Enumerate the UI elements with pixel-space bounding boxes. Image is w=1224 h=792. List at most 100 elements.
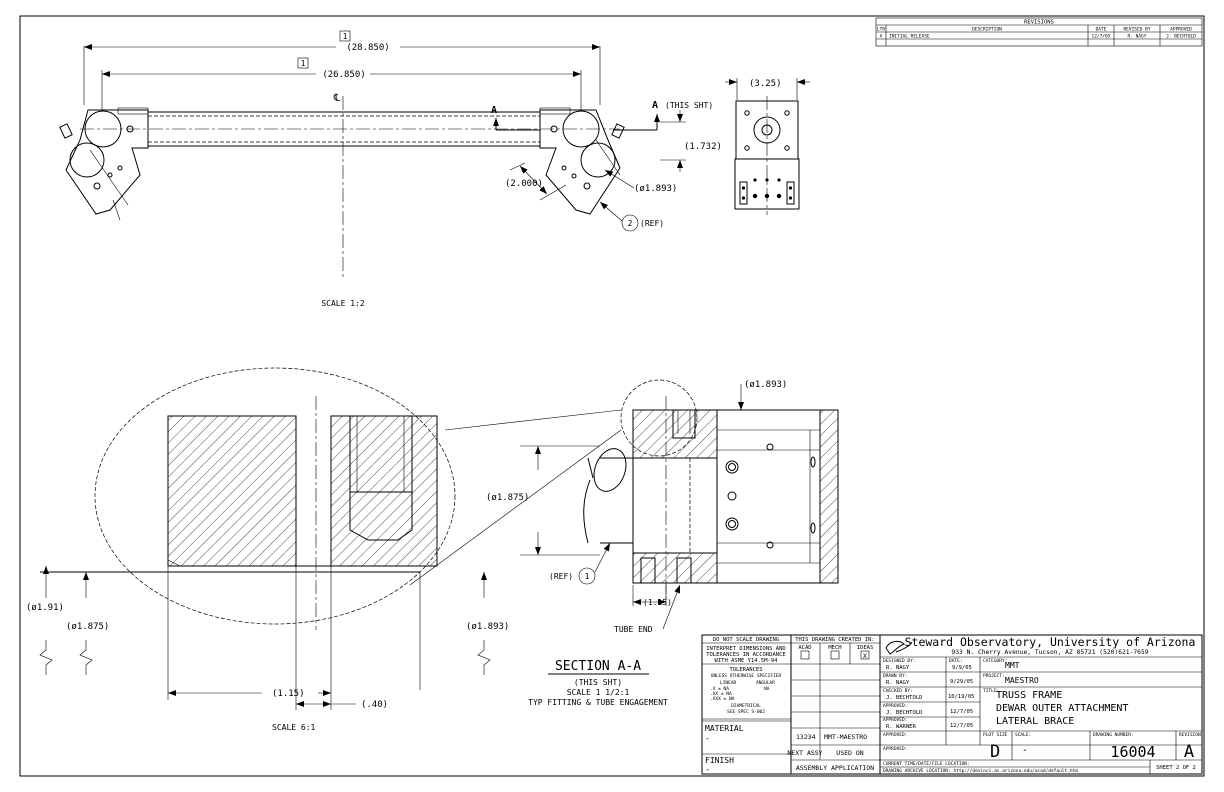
- section-dim-dia1875: (ø1.875): [486, 493, 529, 503]
- tb-approved2-label: APPROVED:: [883, 717, 907, 723]
- top-view: 1 (28.850) 1 (26.850) ℄: [59, 30, 722, 308]
- revisions-title: REVISIONS: [1024, 20, 1054, 26]
- tb-drawn-by: R. NAGY: [886, 680, 910, 686]
- tb-tol-xx: .XX ± NA: [710, 691, 732, 697]
- balloon-square-1b: [297, 57, 309, 69]
- side-view: (3.25): [725, 78, 810, 215]
- tb-unless: UNLESS OTHERWISE SPECIFIED: [711, 673, 782, 679]
- section-caption-line1: (THIS SHT): [574, 678, 622, 687]
- centerline-symbol: ℄: [333, 93, 341, 104]
- section-caption-line2: SCALE 1 1/2:1: [567, 688, 630, 697]
- tb-assy-project: MMT-MAESTRO: [824, 733, 867, 741]
- tb-used-on: USED ON: [836, 749, 863, 757]
- tb-material-value: -: [705, 734, 710, 743]
- dim-inner-length: (26.850): [322, 70, 365, 80]
- tb-acad-checkbox: [800, 650, 810, 660]
- section-view: (ø1.893) (ø1.875) (REF) 1 (1.15) TUBE EN…: [486, 379, 839, 634]
- tb-title-line2: DEWAR OUTER ATTACHMENT: [996, 703, 1128, 714]
- section-balloon-1: [578, 567, 596, 585]
- tb-current-time-label: CURRENT TIME/DATE/FILE LOCATION:: [883, 761, 970, 767]
- tb-project-label: PROJECT:: [983, 673, 1005, 679]
- detail-dim-40: (.40): [361, 700, 388, 710]
- tb-material-label: MATERIAL: [705, 724, 744, 733]
- tb-org-name: Steward Observatory, University of Arizo…: [905, 635, 1196, 649]
- tb-scale-label: SCALE:: [1015, 732, 1031, 738]
- tb-tol-x: .X ± NA: [710, 686, 729, 692]
- tb-interpret-2: TOLERANCES IN ACCORDANCE: [706, 652, 785, 658]
- balloon-square-1a: [339, 30, 351, 42]
- tb-finish-value: -: [705, 765, 710, 774]
- section-ref-label: (REF): [549, 572, 573, 581]
- tb-org-address: 933 N. Cherry Avenue, Tucson, AZ 85721 (…: [951, 649, 1148, 656]
- tb-tolerances: TOLERANCES: [729, 667, 762, 673]
- tb-tol-ang: NA: [764, 686, 770, 692]
- tb-angular: ANGULAR: [756, 680, 775, 686]
- tb-title-line1: TRUSS FRAME: [996, 690, 1062, 701]
- tube-end-label: TUBE END: [614, 625, 653, 634]
- rev-header-approved: APPROVED: [1170, 27, 1192, 33]
- rev-header-ltr: LTR: [877, 27, 885, 33]
- tb-drawing-number-label: DRAWING NUMBER:: [1093, 732, 1134, 738]
- tb-category: MMT: [1005, 661, 1020, 670]
- tb-plot-size-label: PLOT SIZE: [983, 732, 1008, 738]
- dim-dia-1893: (ø1.893): [634, 184, 677, 194]
- tb-checked-date: 10/19/05: [948, 694, 975, 700]
- tb-ideas: IDEAS: [857, 645, 874, 651]
- section-balloon-1-label: 1: [585, 572, 590, 581]
- rev-row-date: 12/7/05: [1092, 34, 1111, 40]
- section-caption: SECTION A-A (THIS SHT) SCALE 1 1/2:1 TYP…: [528, 659, 668, 707]
- section-dim-115: (1.15): [643, 598, 672, 607]
- tb-drawn-date: 9/29/05: [950, 679, 973, 685]
- detail-dim-dia191: (ø1.91): [26, 603, 64, 613]
- tb-revision-label: REVISION:: [1179, 732, 1203, 738]
- tb-interpret-3: WITH ASME Y14.5M-94: [715, 658, 779, 664]
- tb-plot-size: D: [990, 742, 1000, 762]
- tb-designed-by: R. NAGY: [886, 665, 910, 671]
- tb-linear: LINEAR: [720, 680, 737, 686]
- tb-revision: A: [1184, 742, 1194, 762]
- tb-assy-number: 13234: [796, 733, 816, 741]
- top-view-scale: SCALE 1:2: [321, 299, 365, 308]
- rev-header-date: DATE: [1096, 27, 1107, 33]
- balloon-1-label: 1: [343, 32, 348, 41]
- tb-approved1-by: J. BECHTOLD: [886, 710, 922, 716]
- section-title: SECTION A-A: [555, 659, 641, 674]
- tb-approved1-date: 12/7/05: [950, 709, 973, 715]
- rev-header-description: DESCRIPTION: [972, 27, 1002, 33]
- tb-checked-label: CHECKED BY:: [883, 688, 913, 694]
- tb-sheet: SHEET 2 OF 2: [1156, 765, 1196, 771]
- tb-checked-by: J. BECHTOLD: [886, 695, 922, 701]
- title-block: DO NOT SCALE DRAWING INTERPRET DIMENSION…: [701, 634, 1203, 775]
- tb-archive-label: DRAWING ARCHIVE LOCATION: http://devinci…: [883, 768, 1078, 774]
- tb-approved2-by: R. WARNER: [886, 724, 916, 730]
- tb-scale-value: -: [1022, 745, 1028, 756]
- section-letter-a-left: A: [491, 105, 497, 116]
- tb-mech: MECH: [828, 645, 841, 651]
- tb-ideas-mark: X: [863, 652, 867, 660]
- tb-tol-xxx: .XXX ± NA: [710, 696, 735, 702]
- detail-dim-dia1893: (ø1.893): [466, 622, 509, 632]
- balloon-2-circle: [621, 214, 639, 232]
- section-this-sheet-note: (THIS SHT): [665, 101, 713, 110]
- tb-project: MAESTRO: [1005, 676, 1039, 685]
- balloon-2-label: 2: [628, 219, 633, 228]
- tb-approved4-label: APPROVED:: [883, 746, 907, 752]
- detail-view: (ø1.91) (ø1.875) (ø1.893) (.40) (1.15) S…: [26, 367, 622, 732]
- tb-drawing-number: 16004: [1110, 743, 1155, 761]
- section-dim-dia1893: (ø1.893): [744, 380, 787, 390]
- tb-diametrical: DIAMETRICAL: [731, 703, 761, 709]
- dim-325: (3.25): [749, 79, 782, 89]
- rev-row-description: INITIAL RELEASE: [889, 34, 930, 40]
- dim-1732: (1.732): [684, 142, 722, 152]
- tb-assembly-application: ASSEMBLY APPLICATION: [796, 764, 874, 772]
- rev-header-revised-by: REVISED BY: [1123, 27, 1150, 33]
- tb-mech-checkbox: [830, 650, 840, 660]
- tb-next-assy: NEXT ASSY: [787, 749, 822, 757]
- rev-row-revised-by: R. NAGY: [1128, 34, 1147, 40]
- rev-row-ltr: A: [880, 34, 883, 40]
- dim-2000: (2.000): [505, 179, 543, 189]
- dim-overall-length: (28.850): [346, 43, 389, 53]
- tb-title-line3: LATERAL BRACE: [996, 716, 1074, 727]
- section-letter-a-right: A: [652, 100, 658, 111]
